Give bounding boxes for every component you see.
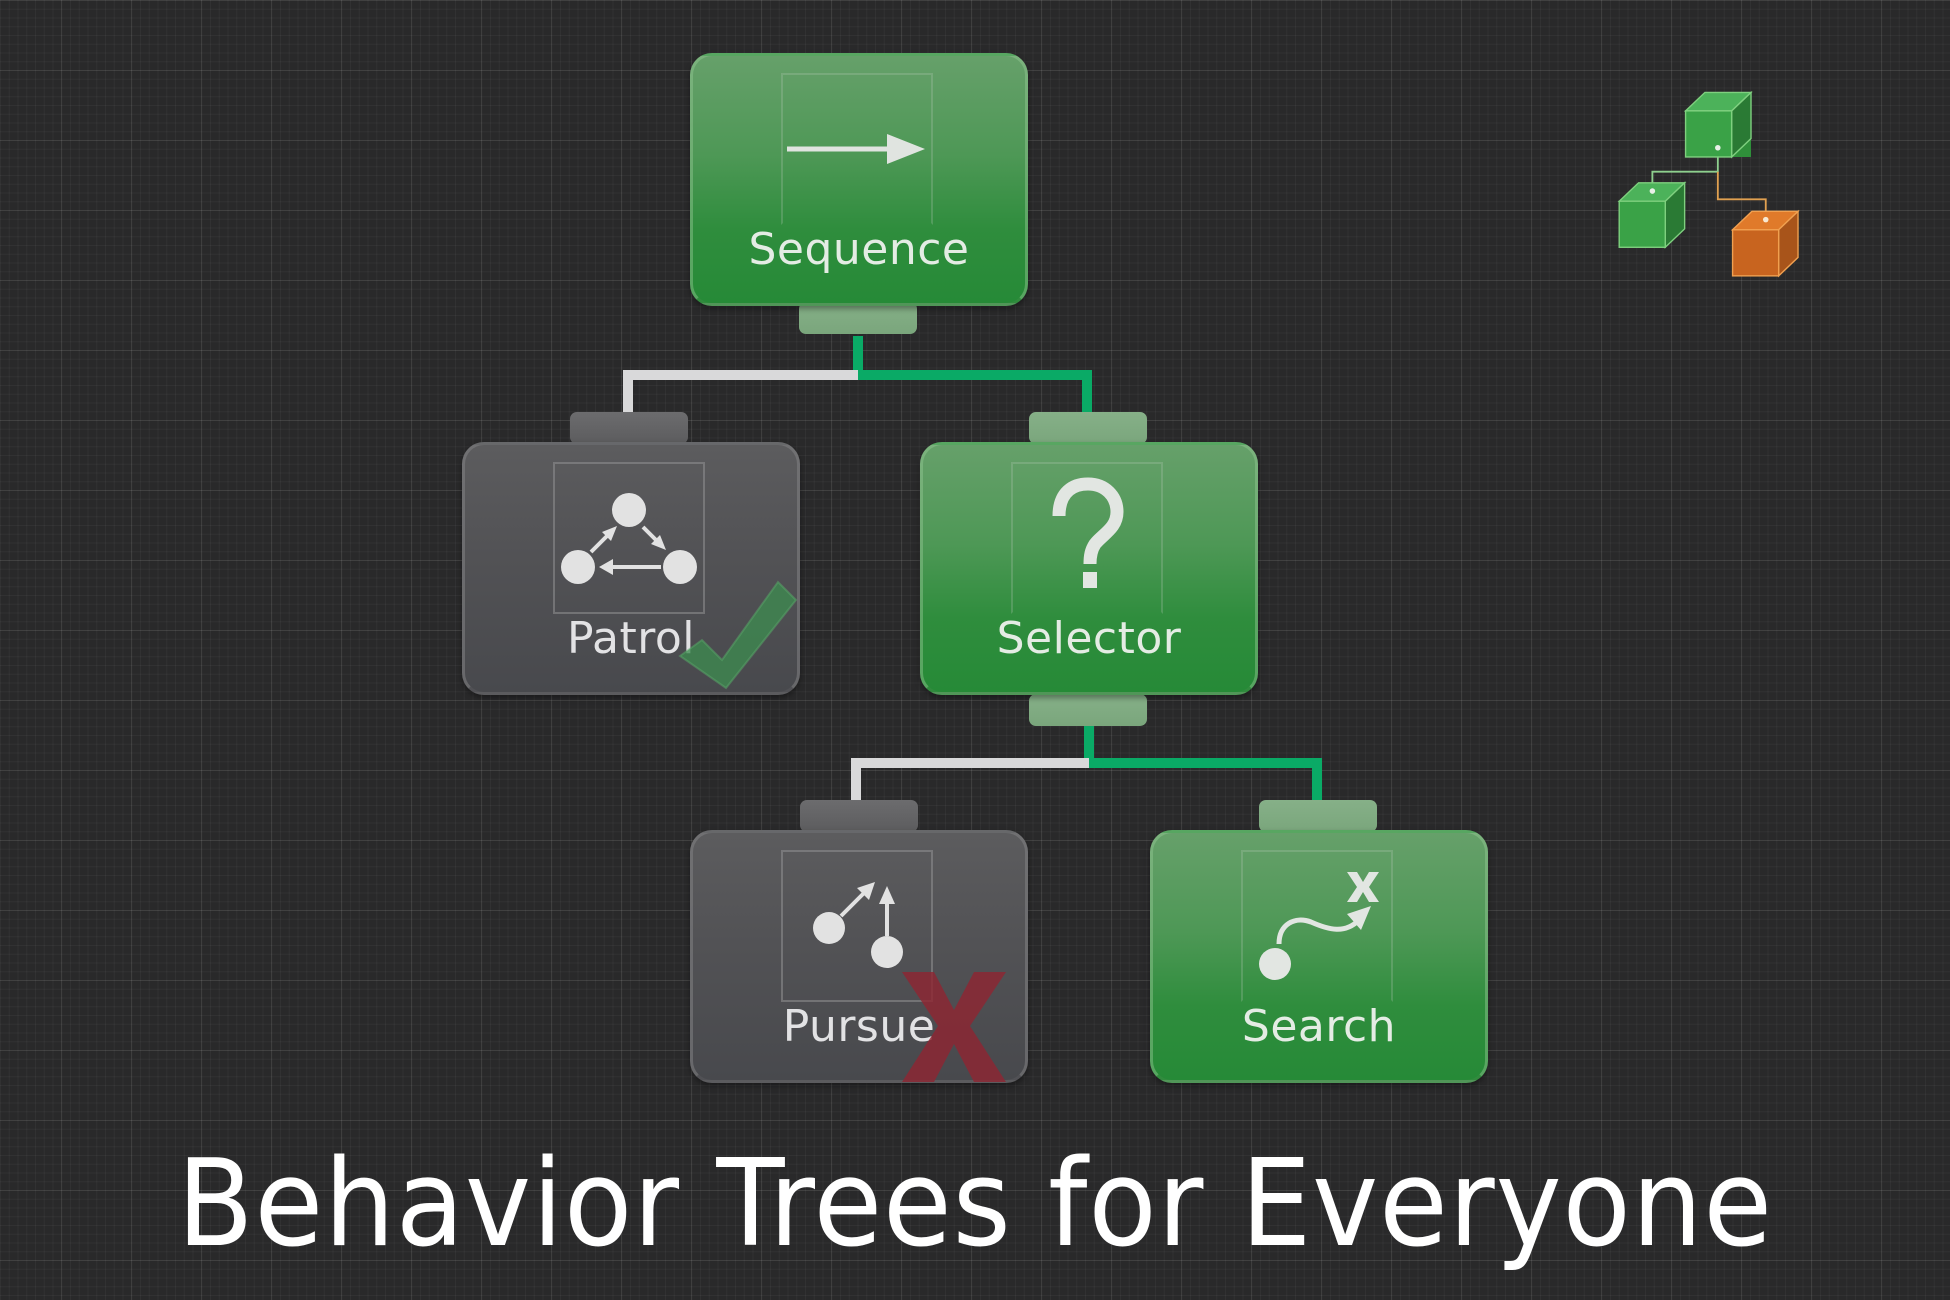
search-input-port[interactable]	[1259, 800, 1377, 832]
pursue-icon-frame	[781, 850, 933, 1002]
node-label: Sequence	[748, 224, 970, 275]
selector-input-port[interactable]	[1029, 412, 1147, 444]
pursue-arrows-icon	[813, 882, 903, 968]
selector-icon-frame	[1011, 462, 1163, 614]
search-path-icon	[1259, 872, 1379, 980]
pursue-input-port[interactable]	[800, 800, 918, 832]
question-mark-icon	[1052, 477, 1124, 588]
patrol-icon-frame	[553, 462, 705, 614]
patrol-cycle-icon	[561, 493, 697, 584]
patrol-input-port[interactable]	[570, 412, 688, 444]
arrow-right-icon	[787, 134, 925, 164]
page-title: Behavior Trees for Everyone	[176, 1135, 1773, 1274]
cube-tree-logo-icon	[1617, 90, 1800, 278]
node-label: Patrol	[566, 613, 696, 664]
sequence-output-port[interactable]	[799, 302, 917, 334]
selector-output-port[interactable]	[1029, 694, 1147, 726]
node-label: Pursue	[782, 1001, 936, 1052]
node-label: Search	[1241, 1001, 1397, 1052]
search-icon-frame	[1241, 850, 1393, 1002]
node-label: Selector	[996, 613, 1182, 664]
sequence-icon-frame	[781, 73, 933, 225]
